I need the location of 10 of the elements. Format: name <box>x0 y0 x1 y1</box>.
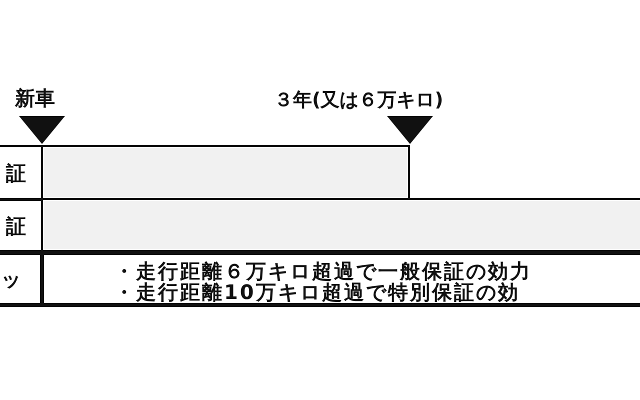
note-box <box>40 251 640 307</box>
timeline-label: ３年(又は６万キロ) <box>274 88 444 112</box>
row-label: 証 <box>6 214 26 236</box>
row-label: 証 <box>6 162 26 184</box>
note-text: ・走行距離６万キロ超過で一般保証の効力 <box>114 261 532 282</box>
timeline-label: 新車 <box>15 86 55 110</box>
note-text: ・走行距離10万キロ超過で特別保証の効 <box>114 282 520 303</box>
period-bar <box>41 145 410 200</box>
row-label: ッ <box>1 268 21 290</box>
period-bar <box>41 198 640 252</box>
